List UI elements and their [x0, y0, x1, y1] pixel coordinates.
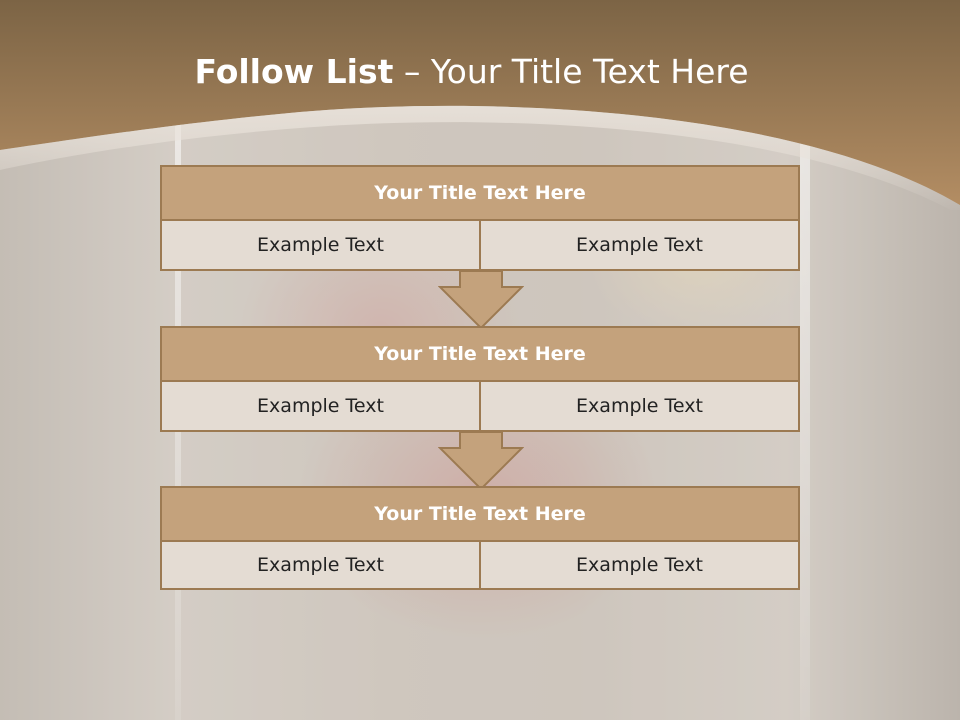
list-block-3: Your Title Text Here Example Text Exampl…	[160, 486, 800, 590]
block-title: Your Title Text Here	[160, 326, 800, 382]
example-text-left: Example Text	[160, 542, 481, 590]
block-row: Example Text Example Text	[160, 382, 800, 432]
block-row: Example Text Example Text	[160, 542, 800, 590]
example-text-left: Example Text	[160, 382, 481, 432]
example-text-right: Example Text	[481, 221, 800, 271]
header-band	[0, 0, 960, 210]
example-text-right: Example Text	[481, 542, 800, 590]
slide-title-rest: – Your Title Text Here	[393, 52, 749, 91]
slide-title: Follow List – Your Title Text Here	[0, 52, 943, 91]
list-block-1: Your Title Text Here Example Text Exampl…	[160, 165, 800, 271]
down-arrow-icon	[438, 431, 524, 491]
example-text-right: Example Text	[481, 382, 800, 432]
down-arrow-icon	[438, 270, 524, 330]
list-block-2: Your Title Text Here Example Text Exampl…	[160, 326, 800, 432]
slide-title-bold: Follow List	[194, 52, 394, 91]
block-row: Example Text Example Text	[160, 221, 800, 271]
glass-highlight	[800, 120, 810, 720]
block-title: Your Title Text Here	[160, 165, 800, 221]
block-title: Your Title Text Here	[160, 486, 800, 542]
example-text-left: Example Text	[160, 221, 481, 271]
